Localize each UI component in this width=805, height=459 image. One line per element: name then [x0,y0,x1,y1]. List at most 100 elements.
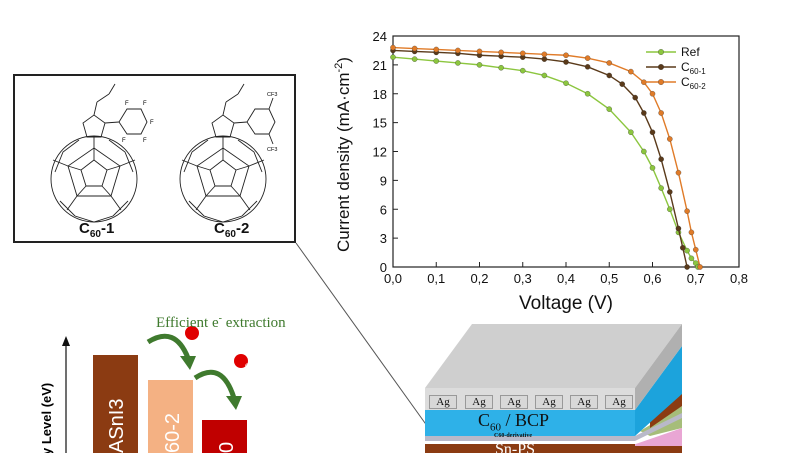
chart-ylabel: Current density (mA·cm-2) [333,57,353,252]
energy-bar-c60-2 [148,380,193,453]
left-substituent-f4: F [143,138,147,144]
series-point-2 [606,60,613,66]
y-tick-label: 0 [380,260,387,275]
left-substituent-f3: F [150,120,154,126]
ag-electrode-5: Ag [570,395,598,409]
series-point-2 [411,45,418,52]
right-substituent-cf3-top: CF3 [267,92,277,98]
series-point-0 [649,165,656,171]
energy-bar-c60 [202,420,247,453]
series-line-2 [392,46,701,268]
x-tick-label: 0,1 [427,271,445,286]
series-point-2 [520,50,526,57]
right-substituent-cf3-bottom: CF3 [267,147,277,153]
layer-ag-side [635,324,682,410]
series-point-1 [606,72,613,79]
y-tick-label: 9 [380,173,387,188]
series-point-2 [563,52,569,59]
series-point-1 [619,81,625,87]
series-point-0 [498,65,504,71]
series-point-0 [688,255,695,262]
energy-axis-label: y Level (eV) [39,383,54,453]
transfer-arrow-2-head [226,396,242,410]
y-tick-label: 12 [373,145,387,160]
series-point-0 [628,129,634,135]
efficient-extraction-caption: Efficient e- extraction [156,313,286,331]
c60-bcp-label: C60 / BCP [478,410,550,434]
energy-bar2-text: 60-2 [162,413,184,453]
series-point-2 [541,51,548,58]
x-tick-label: 0,6 [643,271,661,286]
series-point-1 [563,59,569,65]
legend-label-1: C60-1 [681,60,706,76]
legend-marker-1 [658,64,664,70]
energy-bar1-text: ASnI3 [106,399,128,453]
series-point-0 [433,58,439,64]
transfer-arrow-1 [146,333,191,359]
series-point-2 [675,169,682,176]
layer-sn-ps-front [425,444,635,453]
ag-electrode-6: Ag [605,395,633,409]
energy-bar-perovskite [93,355,138,453]
legend-label-0: Ref [681,45,700,59]
legend-label-2: C60-2 [681,75,706,91]
chart-xlabel: Voltage (V) [519,293,613,314]
transfer-arrow-2 [193,369,237,399]
series-point-0 [520,67,526,74]
energy-axis-arrowhead [62,336,70,346]
electron-dot-2 [234,354,248,368]
layer-c60-derivative [425,413,682,441]
series-point-2 [641,79,647,85]
left-substituent-f2: F [143,101,147,107]
legend-marker-2 [658,79,664,85]
series-point-0 [606,106,613,112]
label-c60-1: C60-1 [79,220,115,240]
series-point-1 [667,189,673,195]
layer-ag-top [425,324,682,388]
series-point-0 [390,54,396,60]
connector-line [295,242,431,431]
series-point-0 [584,91,591,97]
series-point-2 [498,49,504,56]
series-point-1 [584,64,591,70]
series-point-2 [455,47,461,54]
electron-label-2: e [245,361,250,370]
series-point-2 [688,229,695,236]
electron-label-1: e [197,335,202,344]
series-point-0 [476,62,483,68]
series-point-1 [649,129,656,135]
electron-dot-1 [185,326,199,340]
fullerene-c60-1-drawing [50,83,148,223]
device-stack [425,324,682,453]
ag-electrode-3: Ag [500,395,528,409]
series-point-0 [667,206,673,212]
left-substituent-f5: F [122,138,126,144]
x-tick-label: 0,0 [384,271,402,286]
x-tick-label: 0,8 [730,271,748,286]
series-point-2 [693,246,699,253]
series-line-1 [392,49,688,268]
y-tick-label: 24 [373,29,387,44]
series-point-2 [628,68,634,75]
fullerene-c60-2-drawing [179,83,276,223]
series-point-2 [433,46,439,53]
layer-c60-bcp-front [425,410,635,436]
ag-electrode-2: Ag [465,395,493,409]
sn-ps-label: Sn-PS [495,441,536,458]
x-tick-label: 0,3 [514,271,532,286]
series-point-0 [455,60,461,66]
c60-derivative-label: C60-derivative [494,433,532,439]
series-point-2 [684,208,690,214]
series-point-2 [658,110,664,116]
series-point-0 [684,247,690,254]
series-point-0 [541,72,548,79]
layer-pink [630,428,682,446]
series-point-2 [476,48,483,55]
ag-electrode-1: Ag [429,395,457,409]
label-c60-2: C60-2 [214,220,250,240]
series-point-1 [541,56,548,62]
series-point-0 [563,80,569,86]
x-tick-label: 0,5 [600,271,618,286]
series-point-2 [649,91,656,97]
